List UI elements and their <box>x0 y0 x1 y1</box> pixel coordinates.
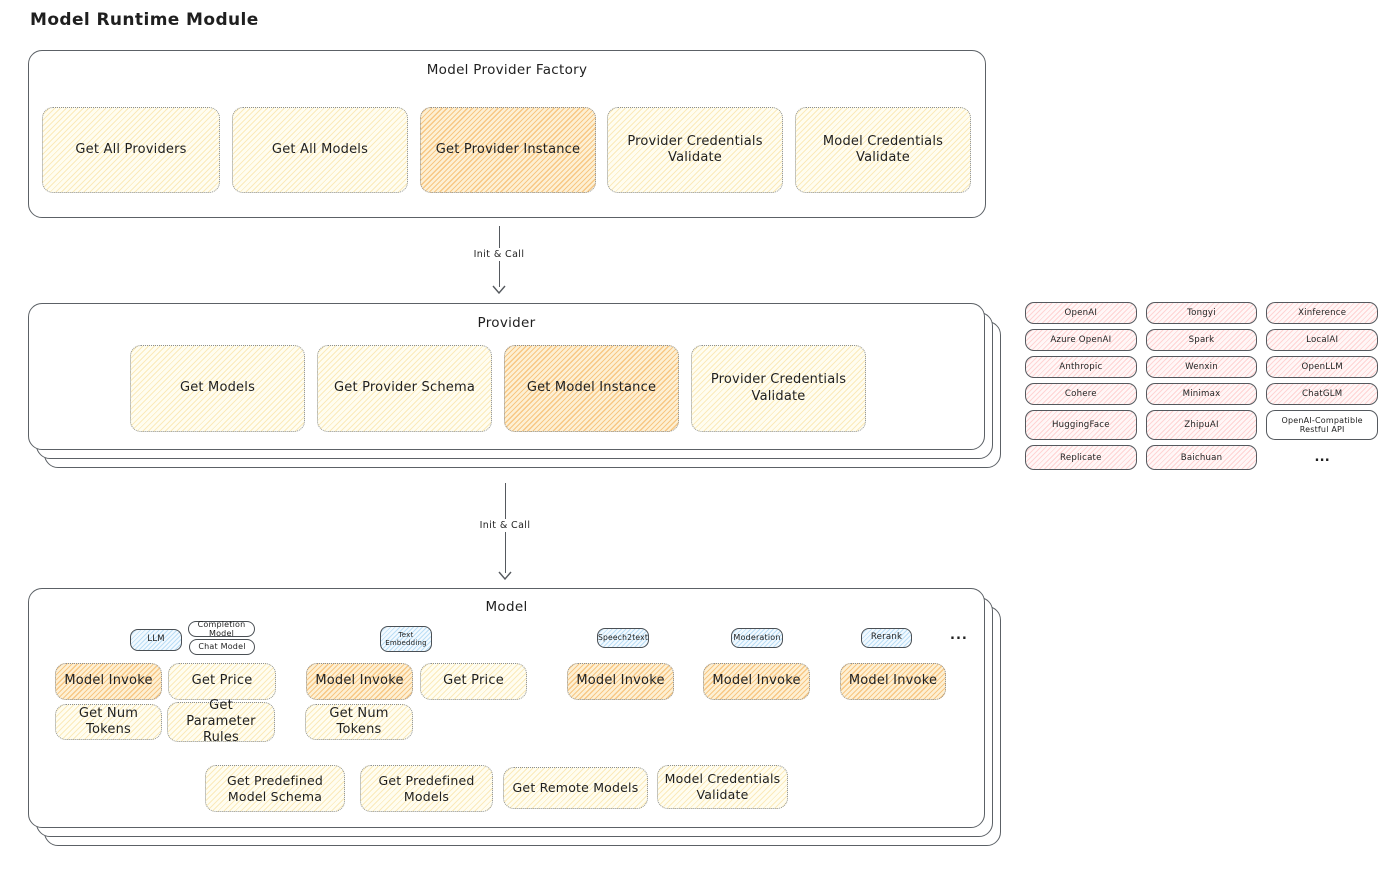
llm-model-invoke: Model Invoke <box>55 663 162 700</box>
provider-chip-minimax: Minimax <box>1145 383 1258 405</box>
provider-get-models: Get Models <box>130 345 305 432</box>
tag-llm: LLM <box>130 629 182 651</box>
embedding-get-price: Get Price <box>420 663 527 700</box>
tag-moderation: Moderation <box>731 628 783 648</box>
embedding-get-num-tokens: Get Num Tokens <box>305 704 413 740</box>
get-remote-models: Get Remote Models <box>503 767 648 809</box>
get-predefined-model-schema: Get Predefined Model Schema <box>205 765 345 812</box>
factory-get-all-providers: Get All Providers <box>42 107 220 193</box>
provider-chip-ellipsis: ... <box>1314 450 1330 465</box>
model-title: Model <box>485 599 528 615</box>
provider-chip-wenxin: Wenxin <box>1145 356 1258 378</box>
arrow-factory-to-provider: Init & Call <box>470 226 528 294</box>
llm-get-num-tokens: Get Num Tokens <box>55 704 162 740</box>
arrow-down-icon <box>492 285 506 294</box>
provider-chips-grid: OpenAI Tongyi Xinference Azure OpenAI Sp… <box>1025 302 1378 470</box>
get-predefined-models: Get Predefined Models <box>360 765 493 812</box>
tag-rerank: Rerank <box>861 628 912 648</box>
provider-title: Provider <box>477 315 536 331</box>
page-title: Model Runtime Module <box>30 10 259 30</box>
model-container: Model LLM Completion Model Chat Model Te… <box>28 588 1001 846</box>
provider-chip-anthropic: Anthropic <box>1025 356 1137 378</box>
tag-chat-model: Chat Model <box>189 639 255 655</box>
provider-chip-openllm: OpenLLM <box>1266 356 1378 378</box>
provider-chip-tongyi: Tongyi <box>1145 302 1258 324</box>
provider-provider-credentials-validate: Provider Credentials Validate <box>691 345 866 432</box>
provider-chip-spark: Spark <box>1145 329 1258 351</box>
tag-text-embedding: Text Embedding <box>380 626 432 652</box>
provider-get-model-instance: Get Model Instance <box>504 345 679 432</box>
tag-completion-model: Completion Model <box>188 620 255 638</box>
provider-chip-zhipuai: ZhipuAI <box>1145 410 1258 440</box>
llm-get-price: Get Price <box>168 663 276 700</box>
factory-container: Model Provider Factory Get All Providers… <box>28 50 986 218</box>
arrow-down-icon <box>498 571 512 580</box>
factory-model-credentials-validate: Model Credentials Validate <box>795 107 971 193</box>
embedding-model-invoke: Model Invoke <box>306 663 413 700</box>
rerank-model-invoke: Model Invoke <box>840 663 946 700</box>
factory-provider-credentials-validate: Provider Credentials Validate <box>607 107 783 193</box>
provider-chip-chatglm: ChatGLM <box>1266 383 1378 405</box>
tag-speech2text: Speech2text <box>597 628 649 648</box>
arrow-provider-to-model: Init & Call <box>476 483 534 580</box>
provider-chip-xinference: Xinference <box>1266 302 1378 324</box>
tags-ellipsis: ... <box>950 628 968 643</box>
provider-chip-localai: LocalAI <box>1266 329 1378 351</box>
moderation-model-invoke: Model Invoke <box>703 663 810 700</box>
provider-container: Provider Get Models Get Provider Schema … <box>28 303 1001 468</box>
speech2text-model-invoke: Model Invoke <box>567 663 674 700</box>
model-credentials-validate: Model Credentials Validate <box>657 765 788 809</box>
llm-get-parameter-rules: Get Parameter Rules <box>167 698 275 745</box>
provider-chip-huggingface: HuggingFace <box>1025 410 1137 440</box>
provider-chip-baichuan: Baichuan <box>1145 445 1258 470</box>
arrow-label-init-call: Init & Call <box>476 519 534 532</box>
provider-chip-cohere: Cohere <box>1025 383 1137 405</box>
arrow-label-init-call: Init & Call <box>470 248 528 261</box>
provider-get-provider-schema: Get Provider Schema <box>317 345 492 432</box>
provider-chip-openai-compatible: OpenAI-Compatible Restful API <box>1266 410 1378 440</box>
factory-title: Model Provider Factory <box>426 62 588 78</box>
factory-get-provider-instance: Get Provider Instance <box>420 107 596 193</box>
provider-chip-openai: OpenAI <box>1025 302 1137 324</box>
provider-chip-azure-openai: Azure OpenAI <box>1025 329 1137 351</box>
factory-get-all-models: Get All Models <box>232 107 408 193</box>
provider-chip-replicate: Replicate <box>1025 445 1137 470</box>
